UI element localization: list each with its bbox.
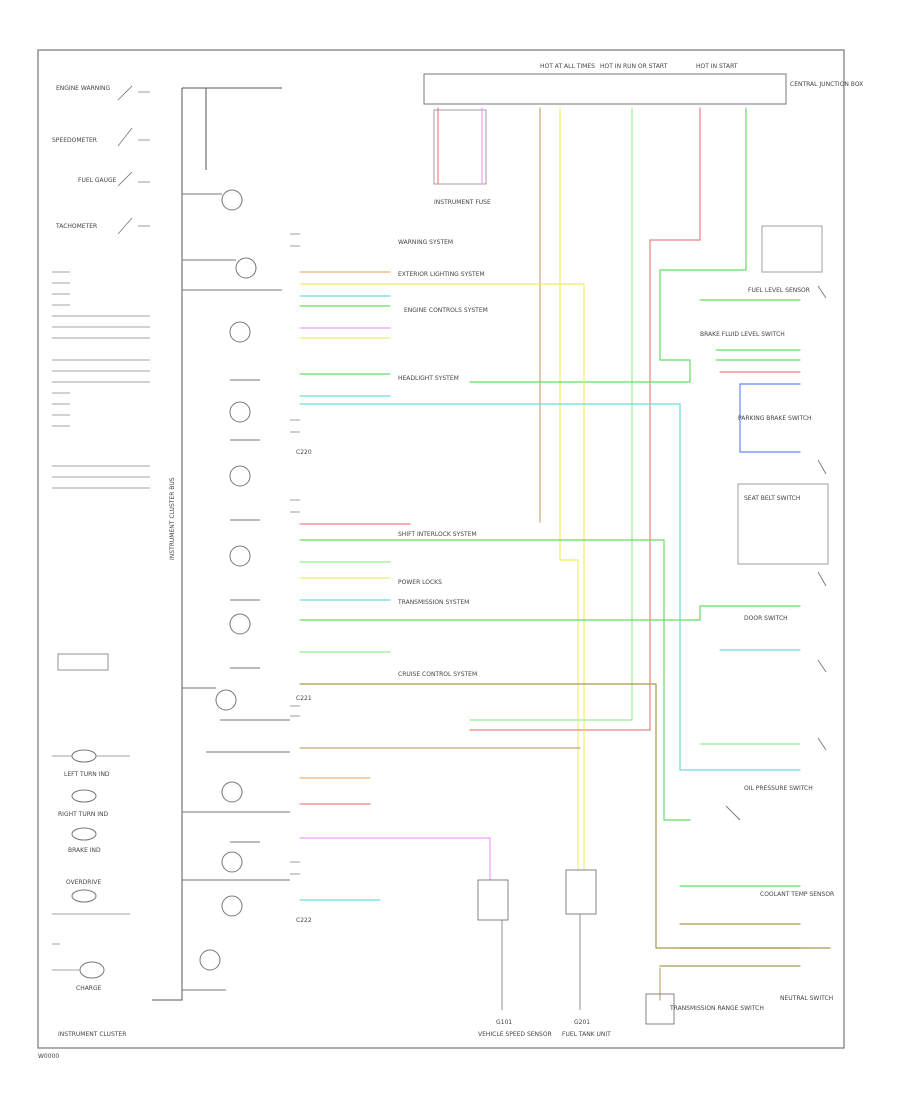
left-turn-lamp	[71, 749, 97, 763]
speedometer-switch	[117, 127, 150, 147]
seat-belt-label: SEAT BELT SWITCH	[744, 495, 800, 502]
wire-cyan-long	[299, 403, 801, 771]
system-cruise-control-label: CRUISE CONTROL SYSTEM	[398, 671, 477, 678]
wire-green-vertical	[469, 107, 747, 383]
fuel-gauge-switch	[117, 171, 150, 187]
wire-blue-right	[739, 383, 801, 453]
charge-label: CHARGE	[76, 985, 102, 992]
wire-yellow-vertical	[559, 107, 579, 871]
cluster-feed-bus	[182, 87, 282, 170]
right-turn-label: RIGHT TURN IND	[58, 811, 109, 818]
charge-lamp	[79, 961, 105, 979]
cluster-bus-label: INSTRUMENT CLUSTER BUS	[169, 477, 176, 560]
engine-warning-label: ENGINE WARNING	[56, 85, 111, 92]
wire-red-vertical-2	[469, 107, 701, 731]
wire-lime-vertical	[469, 107, 633, 721]
hot-at-all-times-label: HOT AT ALL TIMES	[540, 63, 595, 70]
cluster-pin-ticks	[52, 271, 150, 489]
lower-left-ticks	[52, 755, 130, 971]
brake-label: BRAKE IND	[68, 847, 101, 854]
gauge-lamps	[199, 189, 257, 971]
connector-label-c2: C221	[296, 695, 312, 702]
wire-green-right-2	[715, 349, 801, 361]
speed-sensor-box	[477, 879, 509, 921]
wire-olive-right-1	[659, 923, 801, 967]
parking-brake-label: PARKING BRAKE SWITCH	[738, 415, 812, 422]
door-switch-label: DOOR SWITCH	[744, 615, 788, 622]
diagram-frame	[37, 49, 845, 1049]
wire-olive-1	[299, 683, 831, 949]
wire-pink-2	[299, 837, 491, 881]
cluster-lower-connector	[57, 653, 109, 671]
junction-box-label: CENTRAL JUNCTION BOX	[790, 81, 863, 88]
connector-label-c3: C222	[296, 917, 312, 924]
wire-harness	[299, 107, 831, 1001]
ground-right-label: G201	[574, 1019, 590, 1026]
ground-left-label: G101	[496, 1019, 512, 1026]
brake-lamp	[71, 827, 97, 841]
system-transmission-label: TRANSMISSION SYSTEM	[397, 599, 469, 606]
lamp-branches	[182, 193, 290, 991]
hot-in-start-label: HOT IN START	[696, 63, 738, 70]
wire-green-5	[299, 605, 801, 621]
central-junction-box	[423, 73, 787, 105]
system-engine-controls-label: ENGINE CONTROLS SYSTEM	[404, 307, 488, 314]
speed-sensor-label: VEHICLE SPEED SENSOR	[478, 1031, 552, 1038]
transmission-range-box	[645, 993, 675, 1025]
brake-fluid-label: BRAKE FLUID LEVEL SWITCH	[700, 331, 785, 338]
system-exterior-lighting-label: EXTERIOR LIGHTING SYSTEM	[398, 271, 485, 278]
tachometer-label: TACHOMETER	[55, 223, 97, 230]
fuel-level-sensor-label: FUEL LEVEL SENSOR	[748, 287, 810, 294]
connector-label-c1: C220	[296, 449, 312, 456]
system-headlight-label: HEADLIGHT SYSTEM	[398, 375, 459, 382]
right-turn-lamp	[71, 789, 97, 803]
cluster-ground-bus	[152, 88, 183, 1001]
footer-code: W0000	[38, 1053, 59, 1060]
oil-pressure-label: OIL PRESSURE SWITCH	[744, 785, 813, 792]
fuel-gauge-label: FUEL GAUGE	[78, 177, 117, 184]
transmission-switch-label: TRANSMISSION RANGE SWITCH	[669, 1005, 764, 1012]
hot-in-run-label: HOT IN RUN OR START	[600, 63, 668, 70]
coolant-temp-label: COOLANT TEMP SENSOR	[760, 891, 834, 898]
speedometer-label: SPEEDOMETER	[52, 137, 97, 144]
wire-yellow-1	[299, 283, 585, 871]
footer-title: INSTRUMENT CLUSTER	[58, 1031, 126, 1038]
seat-belt-box	[737, 483, 829, 565]
neutral-switch-label: NEUTRAL SWITCH	[780, 995, 833, 1002]
instrument-fuse-box	[433, 109, 487, 185]
overdrive-lamp	[71, 889, 97, 903]
wire-green-3	[299, 539, 691, 821]
right-switches	[725, 285, 827, 821]
system-warning-label: WARNING SYSTEM	[398, 239, 453, 246]
left-turn-label: LEFT TURN IND	[64, 771, 110, 778]
fuel-tank-box	[565, 869, 597, 915]
fuel-level-sensor-box	[761, 225, 823, 273]
instrument-fuse-label: INSTRUMENT FUSE	[434, 199, 491, 206]
connector-block-ticks	[290, 233, 300, 875]
fuel-tank-label: FUEL TANK UNIT	[562, 1031, 611, 1038]
overdrive-label: OVERDRIVE	[66, 879, 101, 886]
system-shift-interlock-label: SHIFT INTERLOCK SYSTEM	[398, 531, 477, 538]
tachometer-switch	[117, 217, 150, 235]
engine-warning-switch	[117, 85, 150, 101]
system-power-locks-label: POWER LOCKS	[398, 579, 442, 586]
